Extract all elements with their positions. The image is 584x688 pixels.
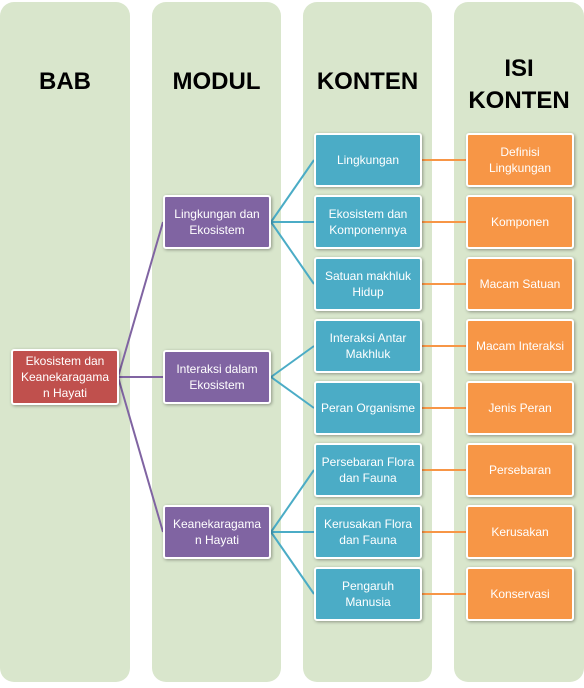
link-bab-modul-1	[117, 221, 164, 378]
isi-node-1: Definisi Lingkungan	[466, 133, 574, 187]
link-modul1-konten1	[270, 159, 315, 223]
konten-node-6: Persebaran Flora dan Fauna	[314, 443, 422, 497]
modul-node-3: Keanekaragama n Hayati	[163, 505, 271, 559]
modul-node-1: Lingkungan dan Ekosistem	[163, 195, 271, 249]
link-modul3-konten6	[270, 469, 315, 533]
isi-node-5: Jenis Peran	[466, 381, 574, 435]
column-header-bab: BAB	[39, 68, 91, 95]
isi-node-4: Macam Interaksi	[466, 319, 574, 373]
bab-node: Ekosistem dan Keanekaragama n Hayati	[11, 349, 119, 405]
konten-node-8: Pengaruh Manusia	[314, 567, 422, 621]
konten-node-3: Satuan makhluk Hidup	[314, 257, 422, 311]
link-modul2-konten5	[270, 376, 315, 409]
konten-node-4: Interaksi Antar Makhluk	[314, 319, 422, 373]
konten-node-5: Peran Organisme	[314, 381, 422, 435]
column-bab: BAB	[0, 2, 130, 682]
column-header-modul: MODUL	[172, 68, 261, 95]
konten-node-2: Ekosistem dan Komponennya	[314, 195, 422, 249]
column-header-konten: KONTEN	[316, 68, 419, 95]
column-header-isi-line2: KONTEN	[468, 87, 570, 114]
modul-node-2: Interaksi dalam Ekosistem	[163, 350, 271, 404]
link-modul3-konten8	[270, 531, 315, 595]
link-bab-modul-3	[117, 376, 164, 533]
column-header-isi-line1: ISI	[504, 55, 534, 82]
link-modul1-konten3	[270, 221, 315, 285]
isi-node-3: Macam Satuan	[466, 257, 574, 311]
column-modul: MODUL	[152, 2, 281, 682]
link-modul2-konten4	[270, 345, 315, 378]
isi-node-8: Konservasi	[466, 567, 574, 621]
isi-node-2: Komponen	[466, 195, 574, 249]
konten-node-7: Kerusakan Flora dan Fauna	[314, 505, 422, 559]
isi-node-6: Persebaran	[466, 443, 574, 497]
isi-node-7: Kerusakan	[466, 505, 574, 559]
konten-node-1: Lingkungan	[314, 133, 422, 187]
